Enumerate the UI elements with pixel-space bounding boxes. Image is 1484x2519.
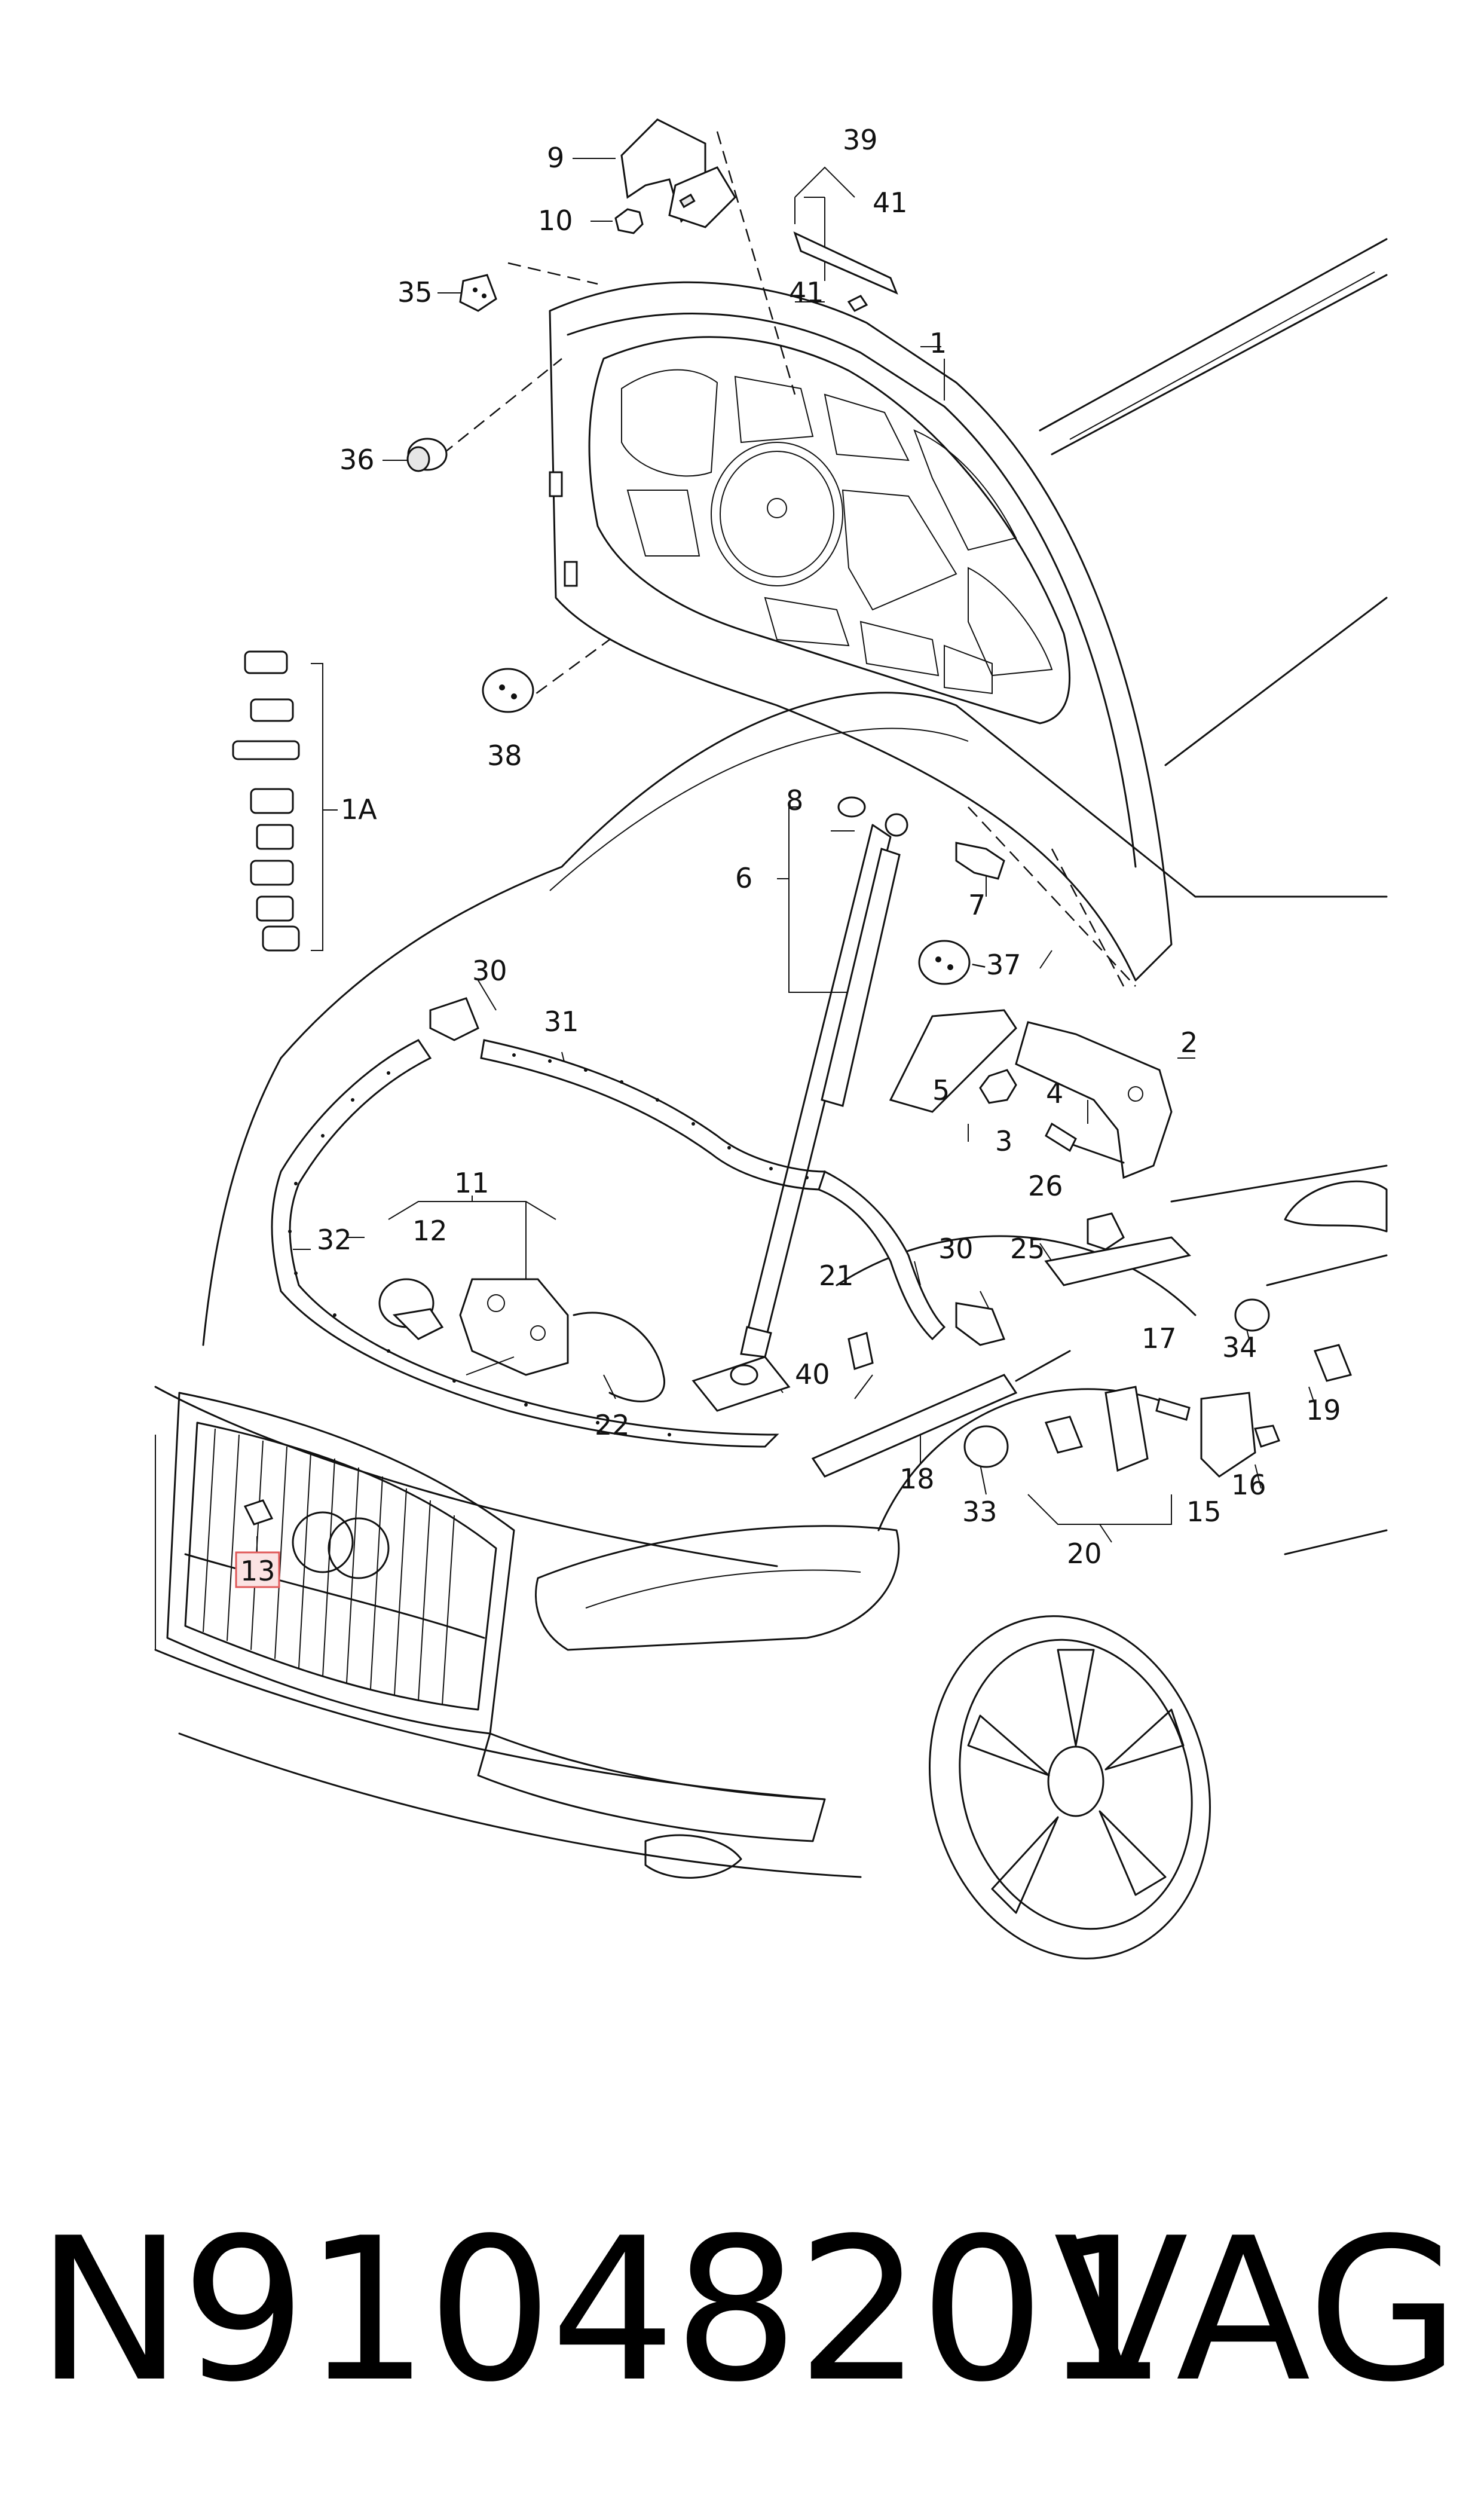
callout-41: 41 bbox=[789, 276, 824, 308]
callout-17: 17 bbox=[1142, 1322, 1177, 1355]
callout-11: 11 bbox=[454, 1167, 489, 1199]
hood-panel bbox=[549, 281, 1173, 982]
callout-35: 35 bbox=[397, 276, 433, 308]
part-30-bracket-left bbox=[429, 997, 479, 1041]
part-38-grommet bbox=[482, 668, 534, 713]
part-30-bracket-right bbox=[955, 1302, 1006, 1346]
callout-5: 5 bbox=[932, 1074, 950, 1106]
callout-2: 2 bbox=[1180, 1026, 1198, 1059]
callout-8: 8 bbox=[786, 784, 803, 817]
vehicle-body bbox=[154, 238, 1388, 1879]
callout-6: 6 bbox=[735, 862, 752, 894]
callout-21: 21 bbox=[819, 1260, 854, 1292]
callout-33: 33 bbox=[962, 1496, 998, 1528]
callout-22: 22 bbox=[595, 1409, 630, 1441]
callout-40: 40 bbox=[795, 1358, 830, 1390]
part-9-bracket bbox=[620, 118, 736, 228]
callout-7: 7 bbox=[968, 889, 986, 921]
callout-37: 37 bbox=[986, 949, 1021, 981]
part-18-rod bbox=[811, 1374, 1018, 1478]
callout-38: 38 bbox=[487, 739, 522, 772]
part-11-latch bbox=[459, 1278, 569, 1376]
callout-25: 25 bbox=[1010, 1233, 1045, 1265]
callout-36: 36 bbox=[339, 444, 375, 476]
callout-30-left: 30 bbox=[472, 955, 507, 987]
callout-20: 20 bbox=[1067, 1537, 1102, 1570]
part-36-bump-stop bbox=[406, 438, 448, 472]
callout-31: 31 bbox=[544, 1005, 579, 1038]
part-20-clip-b bbox=[1104, 1386, 1149, 1472]
part-20-clip-a bbox=[1044, 1416, 1084, 1454]
seal-strips bbox=[271, 1039, 946, 1448]
callout-1: 1 bbox=[929, 327, 947, 359]
part-35-grommet bbox=[459, 274, 497, 312]
callout-3: 3 bbox=[995, 1125, 1012, 1157]
callout-12: 12 bbox=[412, 1215, 448, 1247]
callout-32: 32 bbox=[317, 1224, 352, 1256]
part-15-bracket bbox=[1200, 1392, 1256, 1478]
part-26-grommet bbox=[1087, 1212, 1125, 1251]
part-19-holder bbox=[1313, 1344, 1353, 1382]
gas-strut bbox=[691, 813, 908, 1412]
part-7-ball-stud bbox=[955, 842, 1005, 880]
part-1a-fasteners bbox=[232, 650, 300, 952]
callout-9: 9 bbox=[547, 142, 564, 174]
part-25-bracket bbox=[1044, 1236, 1191, 1286]
front-wheel bbox=[929, 1615, 1211, 1959]
callout-1a: 1A bbox=[341, 793, 377, 826]
callout-13: 13 bbox=[240, 1555, 276, 1587]
callout-30-right: 30 bbox=[938, 1233, 974, 1265]
part-33-grommet bbox=[963, 1425, 1009, 1468]
part-8-clip bbox=[837, 796, 866, 818]
part-13-bolt bbox=[243, 1499, 274, 1526]
callout-18: 18 bbox=[899, 1463, 935, 1495]
callout-16: 16 bbox=[1231, 1469, 1266, 1501]
callout-leaders bbox=[256, 158, 1315, 1554]
part-17-screw bbox=[1155, 1398, 1191, 1421]
part-34-clip bbox=[1234, 1298, 1270, 1332]
callout-19: 19 bbox=[1306, 1394, 1341, 1426]
callout-26: 26 bbox=[1028, 1170, 1063, 1202]
callout-10: 10 bbox=[538, 204, 573, 237]
callout-labels: 9 10 35 36 39 41 41 1 38 1A 8 6 7 37 30 … bbox=[240, 124, 1341, 1587]
radiator-grille bbox=[166, 1392, 515, 1735]
part-39-41-strip bbox=[793, 231, 898, 312]
callout-15: 15 bbox=[1186, 1496, 1222, 1528]
hood-hinge bbox=[889, 1009, 1173, 1179]
part-22-cable bbox=[573, 1312, 665, 1402]
brand-name: VAG bbox=[1053, 2196, 1460, 2425]
part-37-grommet bbox=[918, 940, 971, 985]
leader-lines bbox=[442, 131, 1136, 987]
part-16-clip bbox=[1254, 1424, 1280, 1448]
part-number: N91048201 bbox=[36, 2196, 1168, 2425]
part-12-switch bbox=[378, 1278, 444, 1340]
callout-41-top: 41 bbox=[873, 187, 908, 219]
callout-34: 34 bbox=[1222, 1331, 1257, 1364]
callout-39: 39 bbox=[843, 124, 878, 156]
part-10-nut bbox=[614, 208, 644, 234]
highlight-box-13 bbox=[235, 1551, 280, 1588]
callout-4: 4 bbox=[1046, 1077, 1063, 1109]
part-21-clip bbox=[847, 1332, 874, 1370]
exploded-parts-diagram: 9 10 35 36 39 41 41 1 38 1A 8 6 7 37 30 … bbox=[154, 118, 1388, 1959]
